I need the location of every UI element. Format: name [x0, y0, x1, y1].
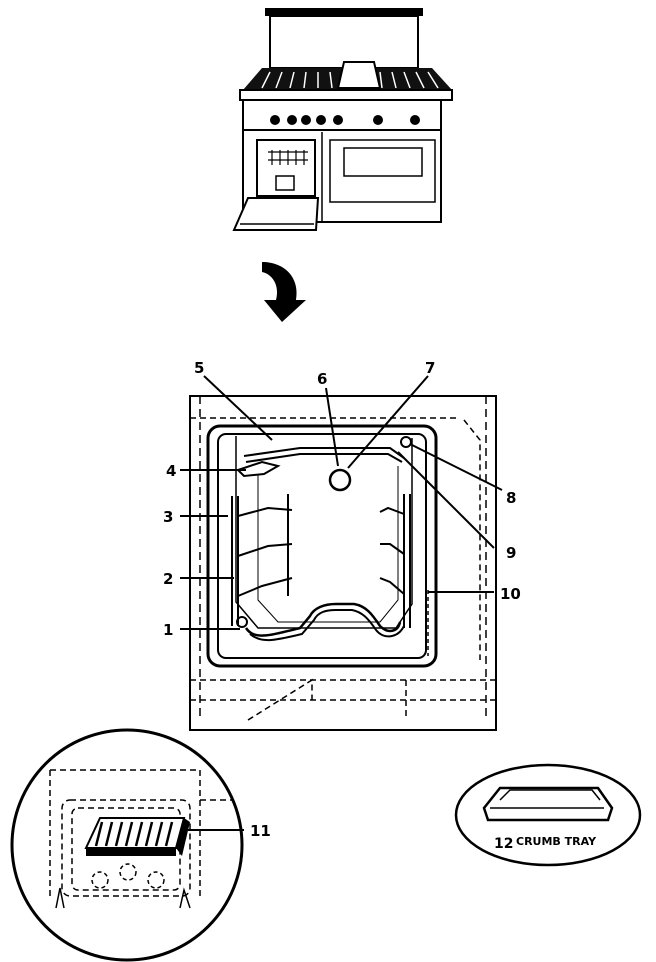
callout-10: 10: [500, 585, 521, 603]
callout-2: 2: [163, 570, 173, 588]
crumb-tray-illustration: [454, 763, 642, 867]
callout-3: 3: [163, 508, 173, 526]
leader-lines: [180, 375, 503, 831]
callout-8: 8: [506, 489, 516, 507]
oven-interior-illustration: [189, 395, 497, 731]
callout-12: 12: [494, 836, 513, 852]
callout-4: 4: [166, 462, 176, 480]
broiler-detail-illustration: [10, 728, 244, 962]
callout-6: 6: [317, 370, 327, 388]
callout-9: 9: [506, 544, 516, 562]
callout-1: 1: [163, 621, 173, 639]
down-arrow-icon: [262, 262, 306, 322]
callout-7: 7: [425, 359, 435, 377]
crumb-tray-label: CRUMB TRAY: [516, 835, 597, 848]
range-illustration: [232, 8, 453, 231]
callout-11: 11: [250, 822, 271, 840]
callout-5: 5: [194, 359, 204, 377]
